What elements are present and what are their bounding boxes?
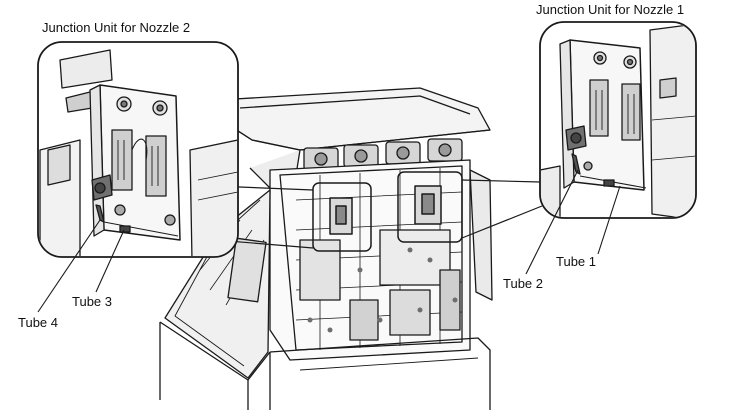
highlight-boxes <box>312 171 463 252</box>
highlight-nozzle-2 <box>312 182 372 252</box>
tube-leaders <box>37 169 621 313</box>
tube-1-leader <box>597 185 621 255</box>
label-junction-unit-nozzle-1: Junction Unit for Nozzle 1 <box>536 2 685 17</box>
label-junction-unit-nozzle-2: Junction Unit for Nozzle 2 <box>42 20 191 35</box>
label-tube-4: Tube 4 <box>18 315 58 330</box>
label-tube-2: Tube 2 <box>503 276 543 291</box>
highlight-nozzle-1 <box>397 171 463 243</box>
label-tube-3: Tube 3 <box>72 294 112 309</box>
tube-3-leader <box>95 229 125 293</box>
tube-4-leader <box>37 219 101 313</box>
label-tube-1: Tube 1 <box>556 254 596 269</box>
tube-2-leader <box>525 169 579 275</box>
nozzle-heads <box>303 138 463 171</box>
inset-nozzle-1 <box>539 21 697 219</box>
inset-nozzle-2 <box>37 41 239 258</box>
